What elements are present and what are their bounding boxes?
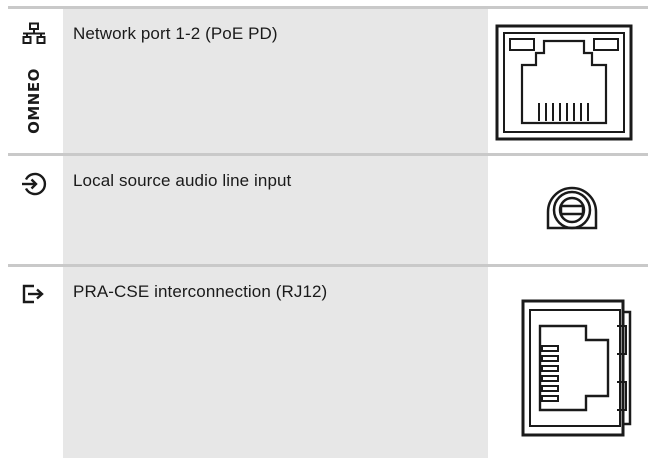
row-description: Network port 1-2 (PoE PD): [73, 24, 278, 43]
image-cell: [488, 267, 648, 458]
description-cell: Local source audio line input: [63, 156, 488, 264]
network-icon: [22, 22, 46, 44]
image-cell: [488, 156, 648, 264]
icon-cell: [8, 267, 63, 458]
image-cell: [488, 9, 648, 153]
icon-cell: [8, 156, 63, 264]
description-cell: Network port 1-2 (PoE PD): [63, 9, 488, 153]
table-row-rj12: PRA-CSE interconnection (RJ12): [8, 264, 648, 458]
row-description: PRA-CSE interconnection (RJ12): [73, 282, 328, 301]
output-icon: [22, 284, 44, 304]
rj45-port-image: [495, 24, 633, 141]
description-cell: PRA-CSE interconnection (RJ12): [63, 267, 488, 458]
omneo-logo: OMNEO: [24, 61, 44, 141]
table-row-line-input: Local source audio line input: [8, 153, 648, 264]
omneo-label: OMNEO: [25, 68, 43, 134]
row-description: Local source audio line input: [73, 171, 292, 190]
rj12-port-image: [521, 299, 632, 437]
icon-cell: OMNEO: [8, 9, 63, 153]
audio-jack-image: [546, 186, 598, 230]
table-row-network-port: OMNEO Network port 1-2 (PoE PD): [8, 6, 648, 153]
line-input-icon: [22, 172, 47, 196]
